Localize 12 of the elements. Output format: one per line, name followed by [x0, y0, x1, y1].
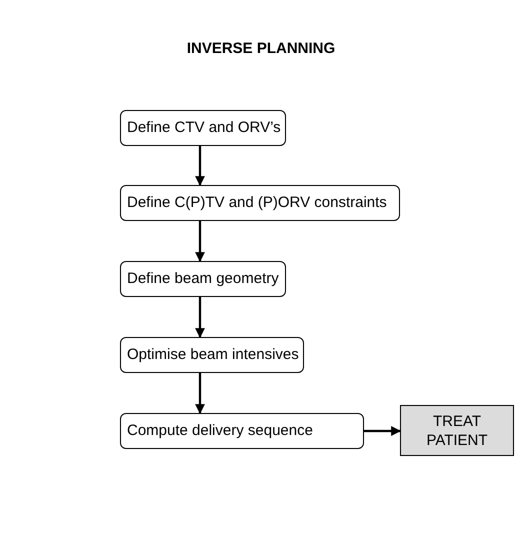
terminal-box: TREAT PATIENT — [400, 405, 514, 456]
diagram-title: INVERSE PLANNING — [186, 39, 336, 59]
arrow — [195, 373, 205, 414]
process-box: Compute delivery sequence — [120, 413, 364, 449]
process-box: Define beam geometry — [120, 261, 286, 297]
arrow — [195, 297, 205, 338]
process-box: Define CTV and ORV’s — [120, 110, 286, 146]
arrow — [195, 146, 205, 186]
arrow — [364, 426, 401, 436]
process-box: Define C(P)TV and (P)ORV constraints — [120, 185, 400, 221]
process-box: Optimise beam intensives — [120, 337, 304, 373]
arrow — [195, 221, 205, 262]
